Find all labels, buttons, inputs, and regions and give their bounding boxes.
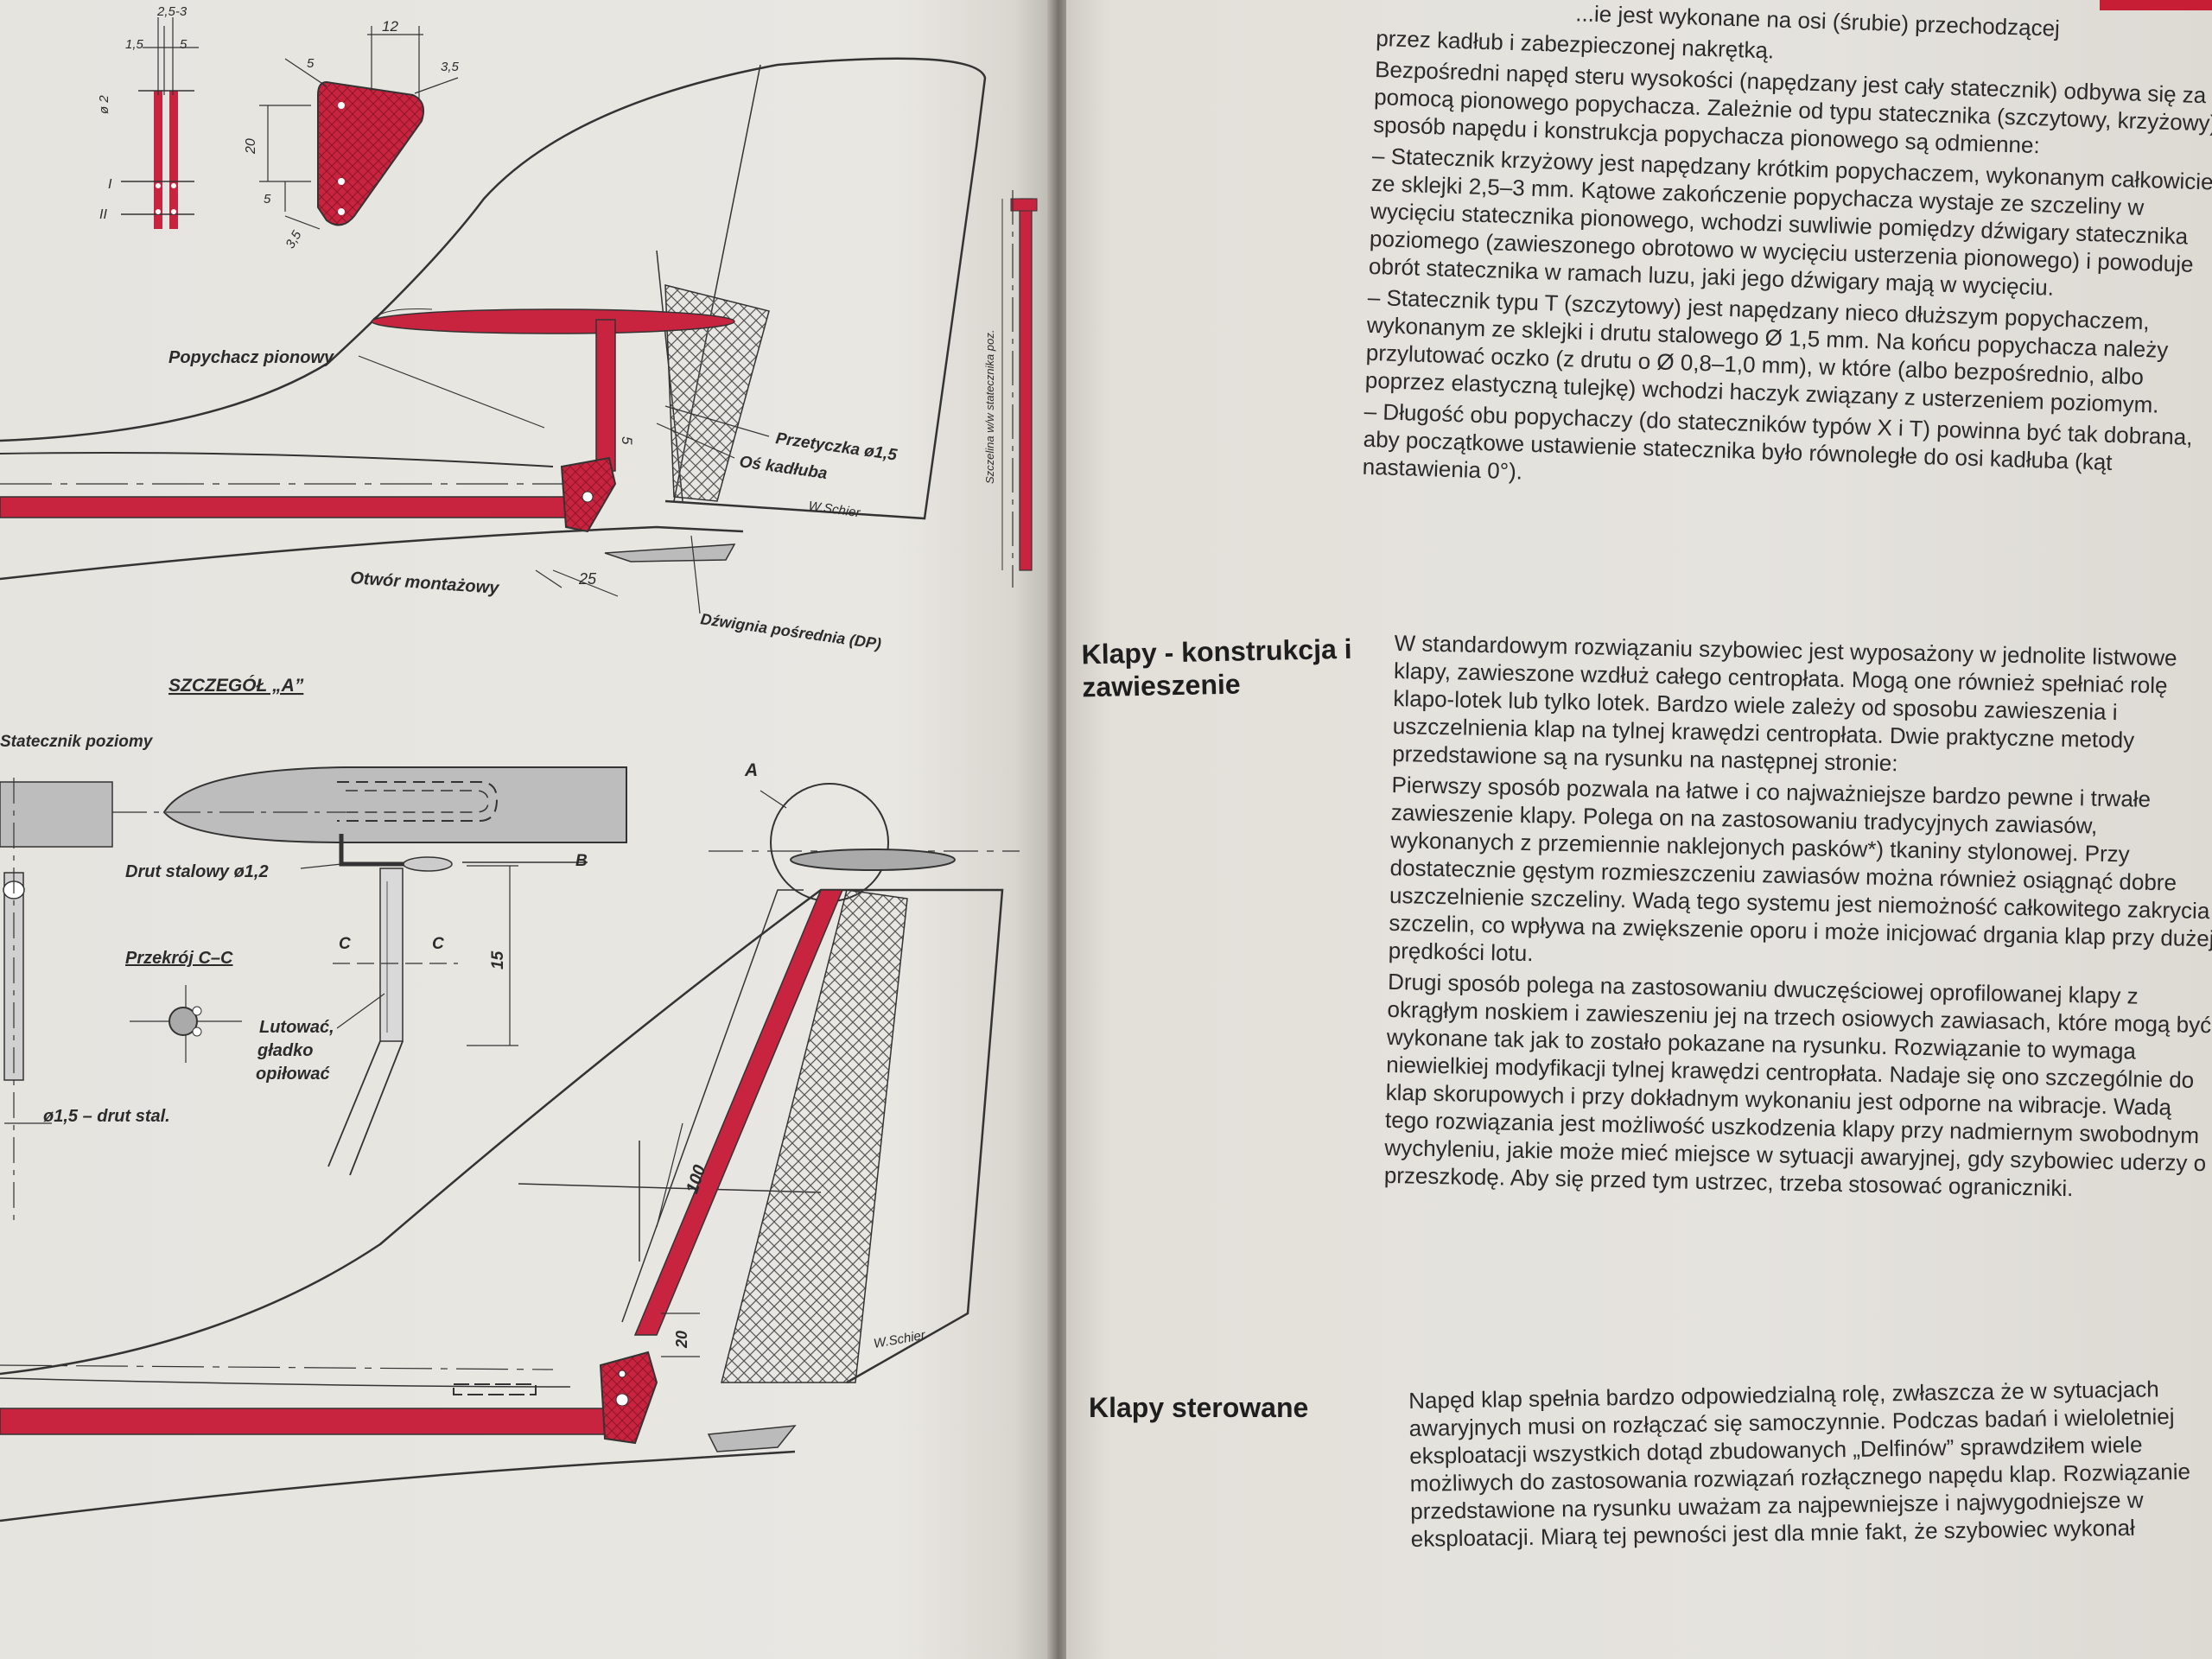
- dim-label-1-5: 1,5: [125, 37, 144, 52]
- label-lutowac-line3: opiłować: [256, 1065, 330, 1084]
- dim-label-25: 25: [578, 570, 597, 588]
- dim-label-20b: 20: [673, 1331, 690, 1349]
- dim-label-15: 15: [489, 950, 507, 969]
- roman-label-1: I: [108, 177, 112, 192]
- roman-label-2: II: [99, 207, 107, 222]
- label-a-marker: A: [744, 760, 758, 780]
- dim-label-5a: 5: [307, 56, 315, 71]
- upper-tail-assembly: Popychacz pionowy Przetyczka ø1,5 Oś kad…: [0, 57, 987, 652]
- label-dzwignia: Dźwignia pośrednia (DP): [699, 610, 882, 652]
- page-accent-bar: [2100, 0, 2212, 10]
- label-c-2: C: [432, 935, 444, 953]
- dim-label-5c: 5: [180, 37, 188, 52]
- intro-block: ...ie jest wykonane na osi (śrubie) prze…: [1362, 0, 2212, 511]
- label-przetyczka: Przetyczka ø1,5: [774, 429, 899, 465]
- left-page-drawing: 1,5 2,5-3 5 I II ø 2 12 5 3,5: [0, 0, 1056, 1659]
- label-lutowac-line2: gładko: [257, 1041, 313, 1060]
- dim-label-2-5-3: 2,5-3: [156, 4, 188, 19]
- book-gutter: [1047, 0, 1070, 1659]
- label-statecznik-poziomy: Statecznik poziomy: [0, 733, 154, 751]
- detail-plate: 12 5 3,5 20 5 3,5: [244, 18, 460, 251]
- label-os-kadluba: Oś kadłuba: [738, 453, 829, 483]
- heading-klapy-konstrukcja: Klapy - konstrukcja i zawieszenie: [1081, 632, 1352, 703]
- dim-label-3-5b: 3,5: [283, 228, 304, 251]
- label-side-vertical: Szczelina w/w statecznika poz.: [983, 330, 996, 484]
- section2-paragraph-1: Napęd klap spełnia bardzo odpowiedzialną…: [1408, 1376, 2191, 1552]
- side-detail-vertical: Szczelina w/w statecznika poz.: [983, 190, 1038, 588]
- label-drut-stal: ø1,5 – drut stal.: [43, 1107, 170, 1126]
- dim-label-3-5a: 3,5: [441, 60, 460, 74]
- bullet-krzyzowy: – Statecznik krzyżowy jest napędzany kró…: [1368, 142, 2212, 301]
- label-otwor-montazowy: Otwór montażowy: [350, 569, 500, 598]
- section-klapy-konstrukcja: W standardowym rozwiązaniu szybowiec jes…: [1383, 629, 2212, 1208]
- dim-label-5-upper: 5: [619, 436, 635, 445]
- heading-klapy-sterowane: Klapy sterowane: [1089, 1392, 1309, 1423]
- section1-paragraph-3: Drugi sposób polega na zastosowaniu dwuc…: [1383, 968, 2212, 1202]
- title-szczegol-a: SZCZEGÓŁ „A”: [168, 675, 304, 696]
- dim-label-5b: 5: [264, 192, 271, 207]
- section-klapy-sterowane: Napęd klap spełnia bardzo odpowiedzialną…: [1408, 1374, 2212, 1556]
- label-drut-stalowy: Drut stalowy ø1,2: [125, 862, 269, 881]
- label-b: B: [575, 852, 588, 870]
- right-page-text: ...ie jest wykonane na osi (śrubie) prze…: [1066, 0, 2212, 1659]
- label-c-1: C: [339, 935, 351, 953]
- dim-label-20a: 20: [244, 138, 258, 155]
- section1-paragraph-2: Pierwszy sposób pozwala na łatwe i co na…: [1388, 771, 2212, 967]
- label-przekroj-c-c: Przekrój C–C: [125, 949, 233, 968]
- dim-label-12: 12: [382, 18, 398, 35]
- tail-drawing: 1,5 2,5-3 5 I II ø 2 12 5 3,5: [0, 4, 1038, 1522]
- lower-tail-assembly: 100 20 W.Schier: [0, 849, 1004, 1522]
- detail-part-I-II: 1,5 2,5-3 5 I II ø 2: [97, 4, 199, 229]
- signature-1: W.Schier: [807, 499, 861, 520]
- dim-label-phi2: ø 2: [97, 95, 111, 114]
- label-lutowac-line1: Lutować,: [259, 1018, 334, 1037]
- signature-2: W.Schier: [873, 1328, 927, 1351]
- bullet-typ-t: – Statecznik typu T (szczytowy) jest nap…: [1364, 283, 2169, 418]
- label-popychacz-pionowy: Popychacz pionowy: [168, 348, 334, 367]
- section1-paragraph-1: W standardowym rozwiązaniu szybowiec jes…: [1391, 629, 2177, 777]
- detail-a-section: SZCZEGÓŁ „A” Statecznik poziomy Drut sta…: [0, 675, 1020, 1227]
